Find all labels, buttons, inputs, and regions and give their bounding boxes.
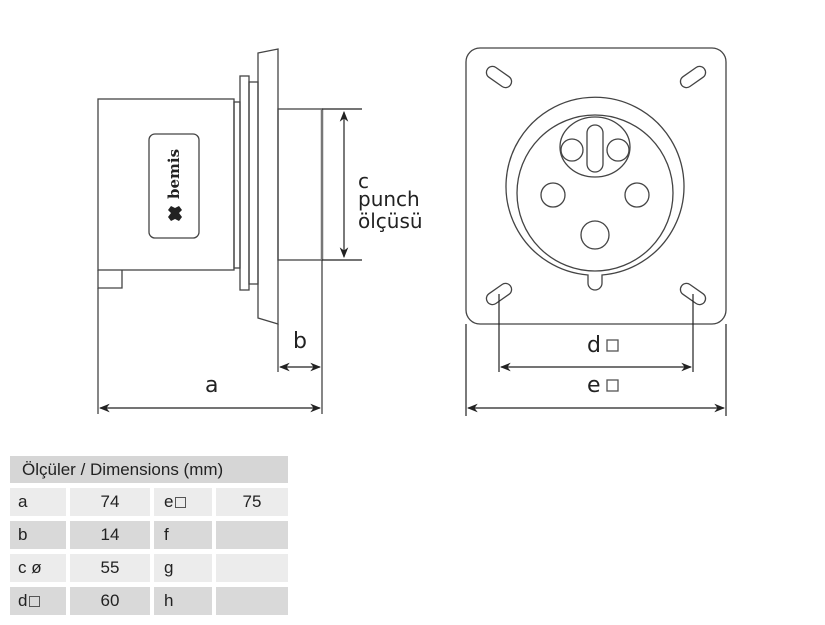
dim-value: 74 xyxy=(70,488,150,516)
dimension-e xyxy=(465,324,727,416)
pin-hole xyxy=(606,138,630,162)
square-symbol-d xyxy=(606,339,619,352)
socket-inner-ring xyxy=(516,114,674,272)
mounting-slot xyxy=(485,282,513,306)
label-e: e xyxy=(587,373,601,398)
dim-value: 75 xyxy=(216,488,288,516)
dim-key: d xyxy=(10,587,66,615)
dim-value xyxy=(216,521,288,549)
body-step xyxy=(97,270,123,289)
square-symbol-e xyxy=(606,379,619,392)
dim-key-text: e xyxy=(164,492,174,511)
mounting-slot xyxy=(679,282,707,306)
earth-slot xyxy=(586,124,604,173)
label-olcusu: ölçüsü xyxy=(358,209,423,233)
dim-value xyxy=(216,587,288,615)
dim-key: f xyxy=(154,521,212,549)
dim-key-text: a xyxy=(18,492,28,511)
dim-key: g xyxy=(154,554,212,582)
collar-thin xyxy=(233,101,241,269)
pin-hole xyxy=(540,182,566,208)
label-d: d xyxy=(587,333,601,358)
table-row: d 60 h xyxy=(10,587,288,615)
label-c: c xyxy=(358,169,369,193)
label-a: a xyxy=(205,373,218,398)
table-row: a 74 e 75 xyxy=(10,488,288,516)
dim-key: a xyxy=(10,488,66,516)
dim-value: 60 xyxy=(70,587,150,615)
dim-key-text: d xyxy=(18,591,28,610)
collar xyxy=(239,75,250,291)
socket-outer-ring xyxy=(505,96,685,291)
collar-inner xyxy=(248,81,259,285)
square-symbol xyxy=(175,497,187,508)
flange xyxy=(257,48,279,325)
brand-logo: bemis xyxy=(165,149,183,221)
logo-text: bemis xyxy=(165,149,183,199)
dim-key: c ø xyxy=(10,554,66,582)
punch-cylinder xyxy=(277,108,323,261)
square-symbol xyxy=(29,596,41,607)
dim-key: h xyxy=(154,587,212,615)
technical-drawing: bemis c punch ölçüsü b a d xyxy=(97,47,727,416)
dim-key: e xyxy=(154,488,212,516)
pin-hole xyxy=(560,138,584,162)
table-title: Ölçüler / Dimensions (mm) xyxy=(10,456,288,483)
front-plate xyxy=(465,47,727,325)
dim-value xyxy=(216,554,288,582)
dimension-d xyxy=(498,294,694,372)
dim-key: b xyxy=(10,521,66,549)
dimension-c xyxy=(322,108,362,261)
dimensions-table: Ölçüler / Dimensions (mm) a 74 e 75 b 14… xyxy=(10,451,288,620)
side-view xyxy=(97,48,324,414)
pin-hole xyxy=(580,220,610,250)
table-row: c ø 55 g xyxy=(10,554,288,582)
pin-hole xyxy=(624,182,650,208)
logo-plate xyxy=(148,133,200,239)
key-area xyxy=(559,116,631,178)
mounting-slot xyxy=(679,65,707,89)
table-row: b 14 f xyxy=(10,521,288,549)
label-punch: punch xyxy=(358,187,420,211)
mounting-slot xyxy=(485,65,513,89)
dim-value: 55 xyxy=(70,554,150,582)
dim-value: 14 xyxy=(70,521,150,549)
front-view xyxy=(465,47,727,325)
label-b: b xyxy=(293,329,307,354)
